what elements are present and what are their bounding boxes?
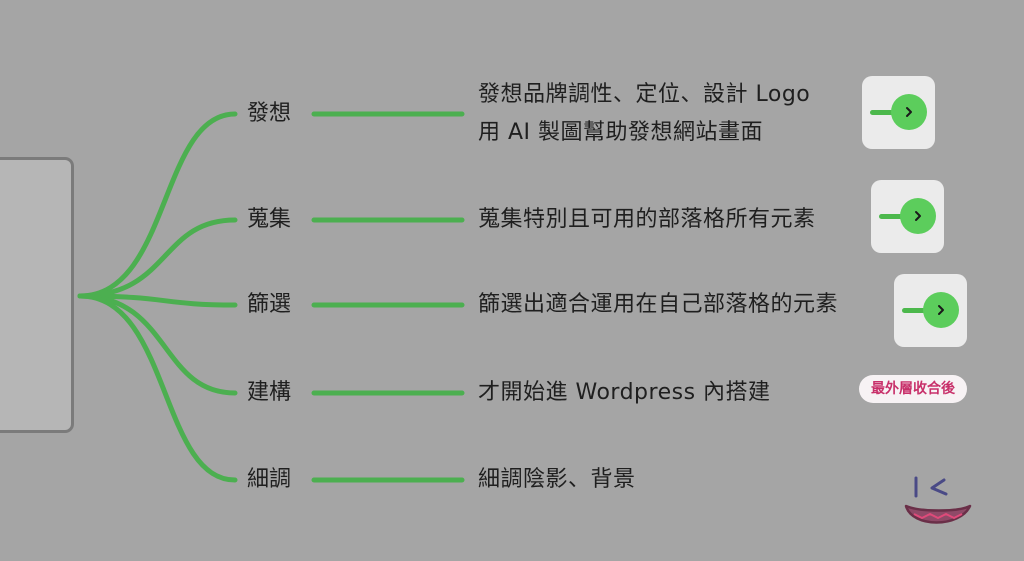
curve-to-branch-1 (77, 111, 238, 299)
expand-button-collect[interactable] (871, 180, 944, 253)
branch-label-ideation[interactable]: 發想 (247, 101, 292, 126)
leaf-collect-line-1[interactable]: 蒐集特別且可用的部落格所有元素 (478, 207, 816, 232)
expand-stem (902, 308, 932, 313)
branch-label-collect[interactable]: 蒐集 (247, 207, 292, 232)
chevron-right-icon (938, 305, 944, 315)
expand-stem (879, 214, 909, 219)
leaf-filter-line-1[interactable]: 篩選出適合運用在自己部落格的元素 (478, 292, 839, 317)
leaf-build-line-1[interactable]: 才開始進 Wordpress 內搭建 (478, 380, 771, 405)
branch-label-finetune[interactable]: 細調 (247, 467, 292, 492)
chevron-right-icon (906, 107, 912, 117)
curve-to-branch-2 (77, 217, 238, 299)
collapse-note-badge: 最外層收合後 (859, 375, 967, 403)
smiling-face-icon (904, 476, 972, 524)
curve-to-branch-5 (77, 293, 238, 483)
branch-label-filter[interactable]: 篩選 (247, 292, 292, 317)
leaf-ideation-line-1[interactable]: 發想品牌調性、定位、設計 Logo (478, 82, 811, 107)
expand-button-filter[interactable] (894, 274, 967, 347)
curve-to-branch-4 (77, 293, 238, 396)
branch-label-build[interactable]: 建構 (247, 380, 292, 405)
expand-stem (870, 110, 900, 115)
expand-knob[interactable] (923, 292, 959, 328)
curve-to-branch-3 (77, 293, 238, 308)
expand-button-ideation[interactable] (862, 76, 935, 149)
expand-knob[interactable] (891, 94, 927, 130)
leaf-ideation-line-2[interactable]: 用 AI 製圖幫助發想網站畫面 (478, 120, 764, 145)
root-node[interactable] (0, 157, 74, 433)
leaf-finetune-line-1[interactable]: 細調陰影、背景 (478, 467, 636, 492)
expand-knob[interactable] (900, 198, 936, 234)
chevron-right-icon (915, 211, 921, 221)
